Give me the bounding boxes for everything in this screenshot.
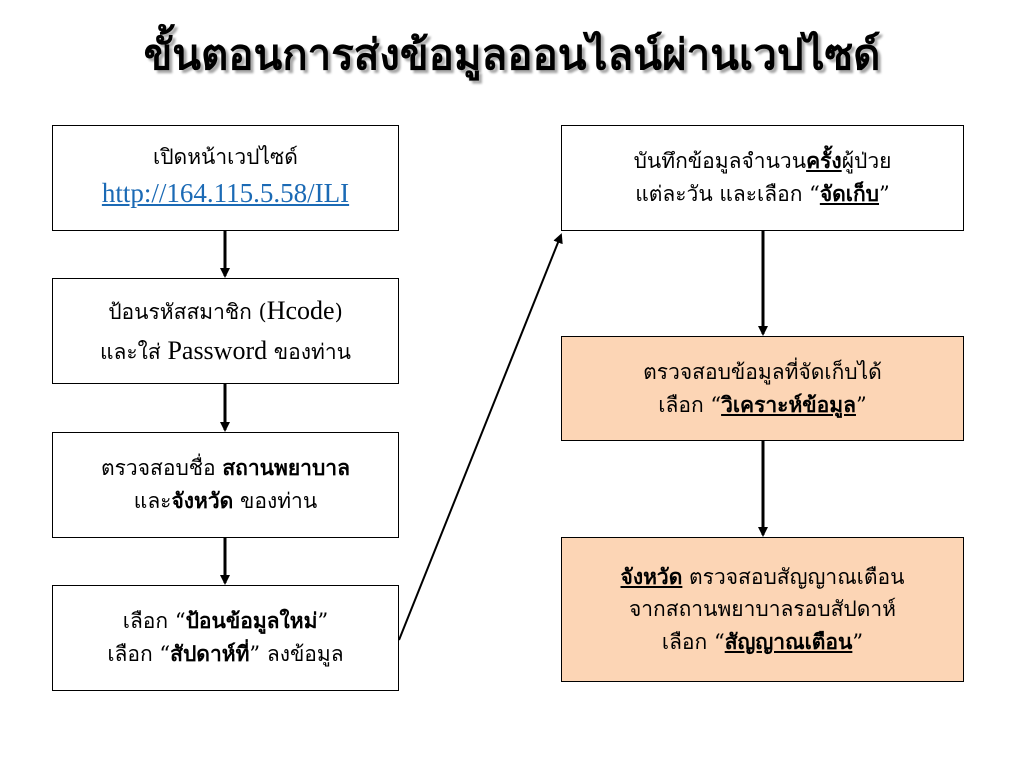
alert-line-3: เลือก “สัญญาณเตือน” (661, 628, 864, 654)
new-data-line-2: เลือก “สัปดาห์ที่” ลงข้อมูล (107, 641, 344, 666)
record-line-2: แต่ละวัน และเลือก “จัดเก็บ” (635, 181, 890, 206)
website-link[interactable]: http://164.115.5.58/ILI (101, 178, 350, 209)
step-login: ป้อนรหัสสมาชิก (Hcode) และใส่ Password ข… (52, 278, 399, 384)
step-province-alert: จังหวัด ตรวจสอบสัญญาณเตือน จากสถานพยาบาล… (561, 537, 964, 682)
open-site-label: เปิดหน้าเวปไซด์ (153, 144, 298, 169)
alert-line-2: จากสถานพยาบาลรอบสัปดาห์ (628, 597, 897, 622)
new-data-line-1: เลือก “ป้อนข้อมูลใหม่” (122, 608, 329, 634)
analyze-line-1: ตรวจสอบข้อมูลที่จัดเก็บได้ (643, 359, 882, 384)
step-open-website: เปิดหน้าเวปไซด์ http://164.115.5.58/ILI (52, 125, 399, 231)
verify-line-1: ตรวจสอบชื่อ สถานพยาบาล (101, 455, 350, 481)
page-title: ขั้นตอนการส่งข้อมูลออนไลน์ผ่านเวปไซด์ (143, 30, 881, 79)
alert-line-1: จังหวัด ตรวจสอบสัญญาณเตือน (620, 563, 905, 589)
arrow-new-to-record (398, 233, 563, 641)
analyze-line-2: เลือก “วิเคราะห์ข้อมูล” (658, 391, 867, 417)
record-line-1: บันทึกข้อมูลจำนวนครั้งผู้ป่วย (633, 148, 892, 174)
step-new-data: เลือก “ป้อนข้อมูลใหม่” เลือก “สัปดาห์ที่… (52, 585, 399, 691)
step-verify-facility: ตรวจสอบชื่อ สถานพยาบาล และจังหวัด ของท่า… (52, 432, 399, 538)
step-record-data: บันทึกข้อมูลจำนวนครั้งผู้ป่วย แต่ละวัน แ… (561, 125, 964, 231)
login-line-2: และใส่ Password ของท่าน (100, 336, 351, 365)
step-analyze-data: ตรวจสอบข้อมูลที่จัดเก็บได้ เลือก “วิเครา… (561, 336, 964, 441)
login-line-1: ป้อนรหัสสมาชิก (Hcode) (108, 295, 343, 325)
verify-line-2: และจังหวัด ของท่าน (133, 488, 318, 513)
